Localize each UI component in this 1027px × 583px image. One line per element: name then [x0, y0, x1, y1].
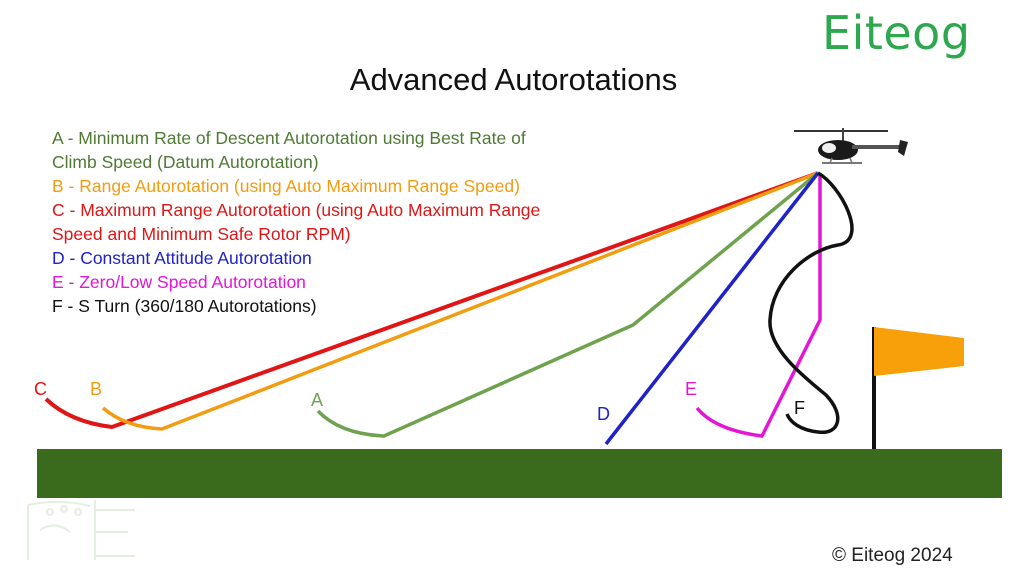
legend-item-f: F - S Turn (360/180 Autorotations)	[52, 296, 317, 316]
legend-item-e: E - Zero/Low Speed Autorotation	[52, 272, 306, 292]
path-b	[101, 171, 819, 431]
legend-item-a-line2: Climb Speed (Datum Autorotation)	[52, 152, 319, 172]
ground	[37, 449, 1002, 498]
path-a	[316, 171, 820, 438]
path-label-b: B	[90, 379, 102, 399]
path-e	[695, 173, 822, 438]
legend-item-b: B - Range Autorotation (using Auto Maxim…	[52, 176, 520, 196]
path-label-d: D	[597, 404, 610, 424]
diagram-title: Advanced Autorotations	[349, 62, 678, 97]
windsock	[872, 327, 964, 449]
path-label-c: C	[34, 379, 47, 399]
path-f	[768, 171, 854, 434]
copyright-notice: © Eiteog 2024	[832, 545, 953, 566]
watermark-logo	[27, 500, 135, 560]
helicopter-icon	[794, 128, 908, 164]
path-label-f: F	[794, 398, 805, 418]
path-c	[44, 171, 819, 430]
legend-item-d: D - Constant Attitude Autorotation	[52, 248, 312, 268]
legend-item-c-line1: C - Maximum Range Autorotation (using Au…	[52, 200, 541, 220]
path-label-e: E	[685, 379, 697, 399]
brand-logo: Eiteog	[822, 6, 971, 60]
legend-item-a-line1: A - Minimum Rate of Descent Autorotation…	[52, 128, 526, 148]
path-d	[604, 171, 820, 446]
legend: A - Minimum Rate of Descent Autorotation…	[52, 126, 652, 318]
path-label-a: A	[311, 390, 323, 410]
legend-item-c-line2: Speed and Minimum Safe Rotor RPM)	[52, 224, 351, 244]
